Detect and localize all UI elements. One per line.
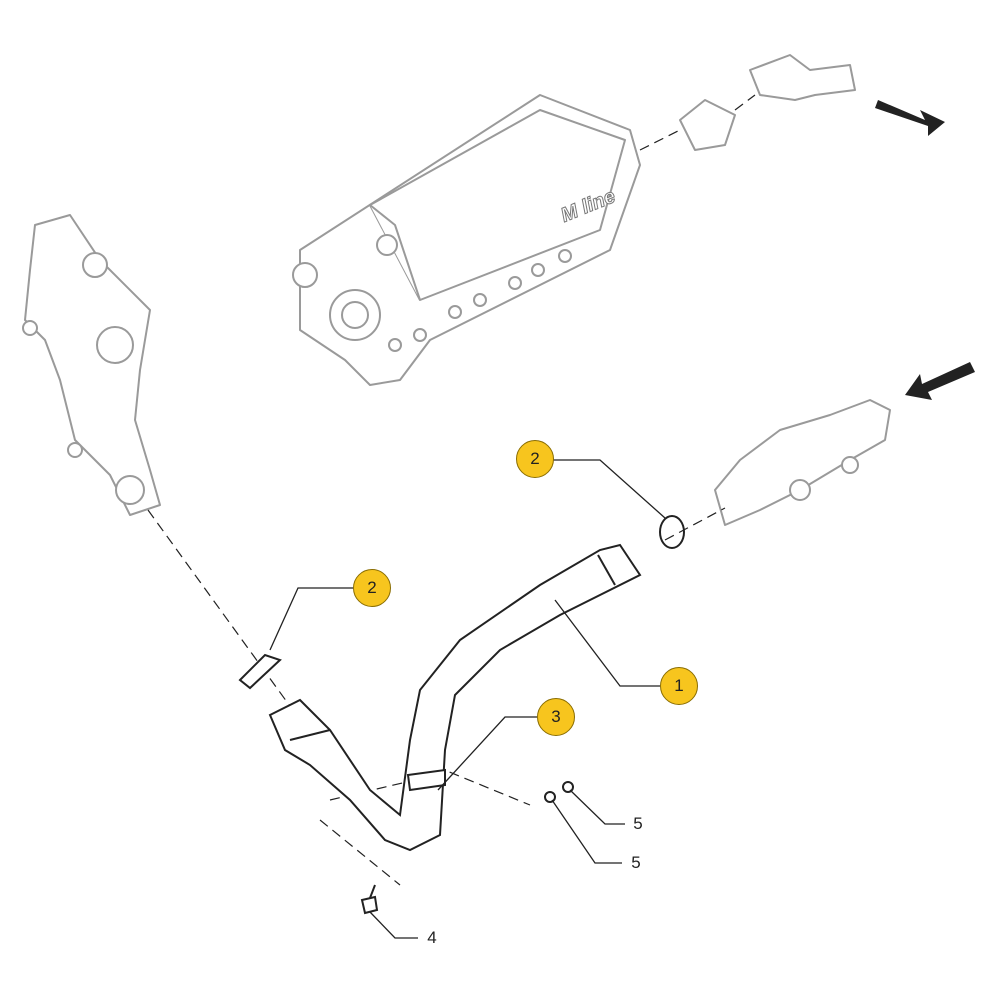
hose-clamp-top bbox=[659, 515, 685, 549]
label-5-lower: 5 bbox=[631, 853, 641, 872]
coolant-hose bbox=[268, 543, 642, 852]
arrow-right-icon bbox=[875, 100, 945, 136]
hose-clamp-left bbox=[238, 653, 282, 690]
hose-clamp-middle bbox=[406, 768, 446, 792]
arrow-left-icon bbox=[905, 362, 975, 400]
label-5-upper: 5 bbox=[633, 814, 643, 833]
mounting-bracket bbox=[22, 214, 161, 516]
bolt bbox=[360, 884, 379, 915]
washers bbox=[544, 781, 574, 803]
thermostat-housing bbox=[714, 399, 891, 526]
callout-1[interactable]: 1 bbox=[660, 667, 698, 705]
elbow-fitting bbox=[679, 54, 856, 151]
callout-2-left[interactable]: 2 bbox=[353, 569, 391, 607]
callout-2-top[interactable]: 2 bbox=[516, 440, 554, 478]
callout-3[interactable]: 3 bbox=[537, 698, 575, 736]
engine-block bbox=[292, 94, 641, 386]
label-4: 4 bbox=[427, 928, 437, 947]
